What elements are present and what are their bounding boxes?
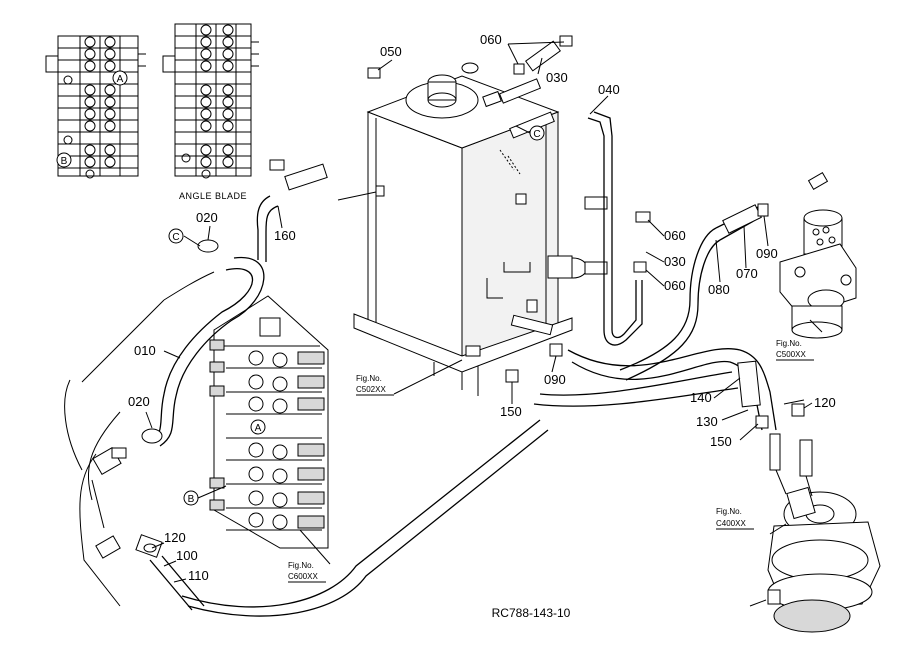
fig-ref-pump-label: Fig.No.: [716, 507, 742, 516]
hose-030-top: [525, 40, 561, 72]
fig-ref-valve-label: Fig.No.: [288, 561, 314, 570]
swivel-joint: [779, 171, 857, 339]
leader-lines: [145, 41, 823, 583]
fitting-060-low: [633, 261, 647, 273]
marker-c-left: C: [172, 232, 179, 243]
fitting-060-top-right: [559, 35, 573, 47]
inset-marker-a-circle: [112, 70, 128, 86]
callout-030-top: 030: [546, 70, 568, 85]
pipe-040: [587, 111, 643, 346]
callout-160: 160: [274, 228, 296, 243]
callout-100: 100: [176, 548, 198, 563]
pump-lines: [533, 348, 813, 497]
fitting-060-top: [513, 63, 525, 75]
fitting-060-mid: [635, 211, 651, 223]
callout-120-pump: 120: [814, 395, 836, 410]
fig-ref-swivel: Fig.No. C500XX: [776, 339, 814, 361]
fig-ref-pump-number: C400XX: [716, 519, 746, 528]
callout-130: 130: [696, 414, 718, 429]
clamp-020-top: [197, 239, 219, 253]
fig-ref-tank-label: Fig.No.: [356, 374, 382, 383]
inset-marker-b-circle: [56, 152, 72, 168]
drawing-code: RC788-143-10: [492, 606, 571, 620]
callout-140: 140: [690, 390, 712, 405]
valve-marker-a: A: [255, 423, 262, 434]
callout-150-pump: 150: [710, 434, 732, 449]
callout-060-mid: 060: [664, 228, 686, 243]
callout-030-mid: 030: [664, 254, 686, 269]
fig-ref-swivel-number: C500XX: [776, 350, 806, 359]
inset-marker-b: B: [61, 156, 68, 167]
fig-ref-tank-number: C502XX: [356, 385, 386, 394]
fitting-050: [367, 67, 381, 79]
clamp-020-bottom: [141, 428, 163, 444]
inset-caption: ANGLE BLADE: [179, 191, 247, 201]
callout-150-tank: 150: [500, 404, 522, 419]
fitting-150-pump: [755, 415, 769, 429]
fig-ref-pump: Fig.No. C400XX: [716, 507, 754, 530]
inset-marker-a: A: [117, 74, 124, 85]
fitting-090-swivel: [757, 203, 769, 217]
callout-060-low: 060: [664, 278, 686, 293]
fig-ref-valve-number: C600XX: [288, 572, 318, 581]
callout-060-top: 060: [480, 32, 502, 47]
hose-160: [256, 159, 328, 262]
valve-marker-a-circle: [250, 419, 266, 435]
clamp-120-bottom: [143, 543, 157, 553]
callout-090-swivel: 090: [756, 246, 778, 261]
callout-020-bottom: 020: [128, 394, 150, 409]
fitting-150-tank: [505, 369, 519, 383]
control-valve: [209, 295, 329, 549]
fitting-090-tank: [549, 343, 563, 357]
fig-ref-tank: Fig.No. C502XX: [356, 374, 394, 396]
inset-valve-right: [162, 23, 259, 179]
hydraulic-tank: [353, 62, 608, 396]
callout-040: 040: [598, 82, 620, 97]
angle-blade-inset: A B: [45, 23, 259, 201]
long-suction-line: [64, 271, 215, 607]
marker-c-tank: C: [533, 129, 540, 140]
callout-010: 010: [134, 343, 156, 358]
fitting-120-pump: [791, 403, 805, 417]
return-line-lower: [181, 419, 549, 617]
callout-110: 110: [188, 568, 209, 583]
callout-080: 080: [708, 282, 730, 297]
fig-ref-swivel-label: Fig.No.: [776, 339, 802, 348]
callout-120-bottom: 120: [164, 530, 186, 545]
marker-c-left-circle: [168, 228, 184, 244]
callout-020-top: 020: [196, 210, 218, 225]
hose-100-110: [92, 447, 205, 611]
hydraulic-pump: [749, 486, 881, 633]
inset-valve-left: [45, 35, 146, 179]
hose-010: [149, 256, 265, 447]
callout-070: 070: [736, 266, 758, 281]
callout-090-tank: 090: [544, 372, 566, 387]
callout-050: 050: [380, 44, 402, 59]
marker-b-valve: B: [188, 494, 195, 505]
fig-ref-valve: Fig.No. C600XX: [288, 561, 326, 583]
